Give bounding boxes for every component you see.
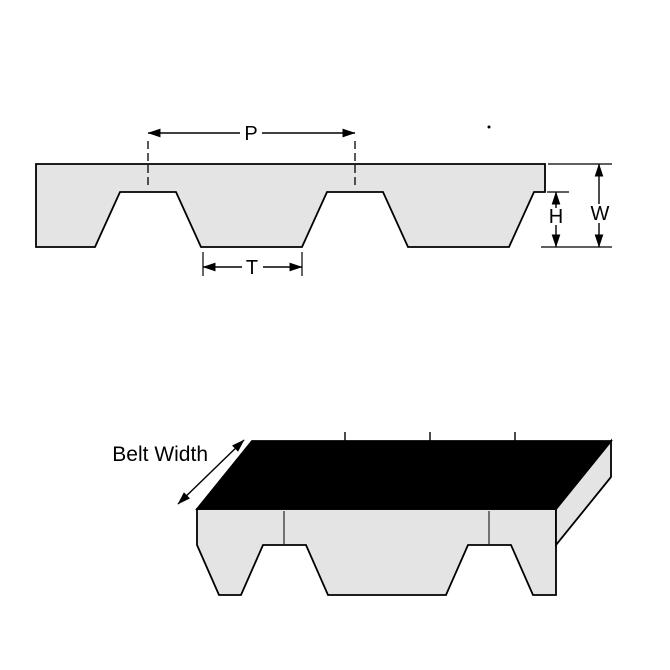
belt-thickness-label: W xyxy=(591,203,610,225)
belt-profile-view: P T H W xyxy=(35,123,612,279)
tooth-height-label: H xyxy=(549,206,563,228)
pitch-dimension: P xyxy=(147,123,356,145)
pitch-label: P xyxy=(244,123,257,145)
belt-width-label: Belt Width xyxy=(112,443,208,466)
tooth-height-dimension: H xyxy=(547,191,569,248)
stray-dot xyxy=(487,125,491,129)
belt-width-dimension: Belt Width xyxy=(112,439,245,505)
tooth-width-dimension: T xyxy=(202,252,303,279)
belt-cross-section xyxy=(35,163,546,248)
belt-thickness-dimension: W xyxy=(541,163,612,248)
belt-top-face xyxy=(195,440,613,510)
belt-front-face xyxy=(196,508,557,596)
belt-perspective-view: Belt Width xyxy=(112,432,613,596)
tooth-width-label: T xyxy=(246,257,258,279)
